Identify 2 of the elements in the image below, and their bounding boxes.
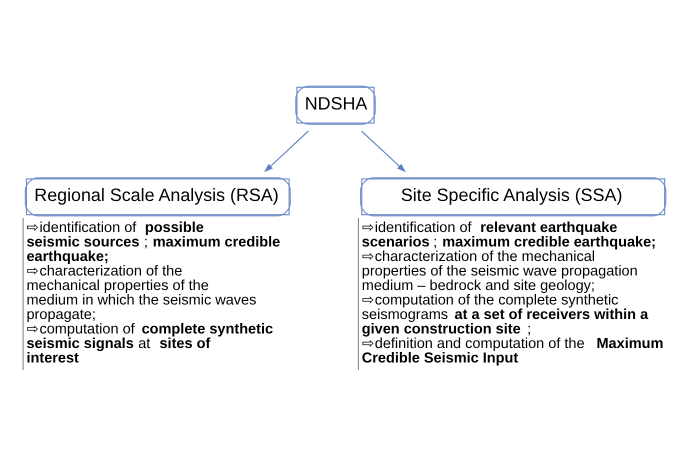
arrow <box>360 130 406 172</box>
arrow <box>264 130 308 172</box>
